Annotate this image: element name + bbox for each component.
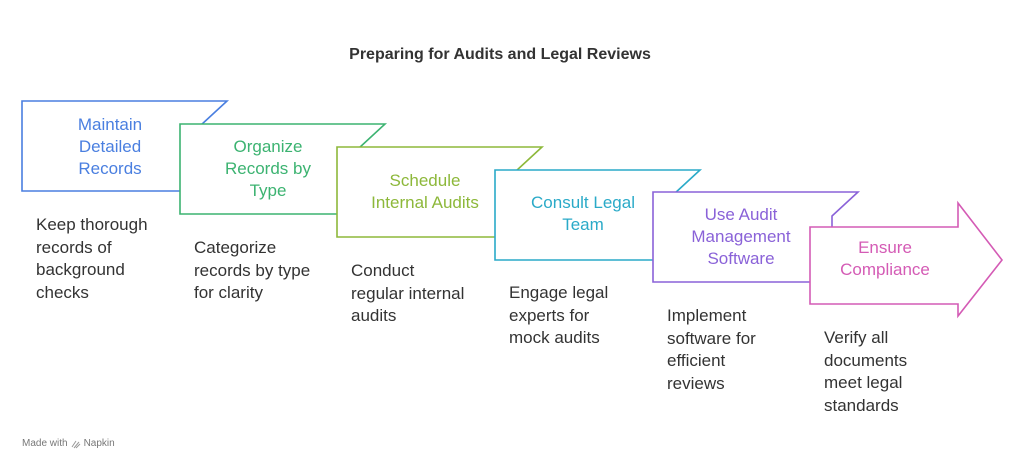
step-label-line: Maintain	[77, 115, 143, 134]
step-description-3: Conduct regular internal audits	[351, 260, 464, 328]
step-description-line: audits	[351, 306, 397, 325]
step-label-line: Records	[78, 159, 142, 178]
step-description-line: Keep thorough	[36, 215, 148, 234]
step-description-line: Implement	[667, 306, 747, 325]
step-label-line: Organize	[233, 137, 303, 156]
step-description-line: experts for	[509, 305, 590, 325]
napkin-logo-icon	[71, 440, 80, 448]
step-description-2: Categorize records by type for clarity	[194, 237, 310, 305]
step-label-line: Use Audit	[704, 205, 778, 224]
step-description-4: Engage legal experts for mock audits	[509, 282, 608, 350]
step-description-line: documents	[824, 350, 908, 370]
napkin-brand-text: Napkin	[83, 438, 115, 449]
step-description-line: Verify all	[824, 328, 889, 347]
step-description-line: records of	[36, 237, 112, 257]
step-description-5: Implement software for efficient reviews	[667, 305, 756, 395]
step-label-line: Software	[707, 249, 775, 268]
step-label-line: Ensure	[858, 238, 912, 257]
step-label-line: Consult Legal	[531, 193, 635, 212]
step-label-line: Detailed	[78, 137, 142, 156]
step-description-6: Verify all documents meet legal standards	[824, 327, 907, 417]
step-label-line: Compliance	[840, 260, 930, 279]
step-description-line: Engage legal	[509, 283, 609, 302]
step-description-line: meet legal	[824, 373, 903, 392]
step-description-line: efficient	[667, 351, 726, 370]
step-label-line: Management	[691, 227, 791, 246]
step-label-line: Internal Audits	[371, 193, 479, 212]
step-label-line: Team	[562, 215, 604, 234]
step-description-1: Keep thorough records of background checks	[36, 214, 148, 304]
step-description-line: for clarity	[194, 283, 263, 302]
made-with-napkin: Made with Napkin	[22, 438, 115, 449]
step-description-line: mock audits	[509, 328, 600, 347]
made-with-text: Made with	[22, 438, 68, 449]
step-label-line: Type	[249, 181, 287, 200]
step-shape-6	[809, 200, 1004, 319]
step-description-line: regular internal	[351, 283, 465, 303]
step-label-line: Records by	[225, 159, 311, 178]
diagram-title: Preparing for Audits and Legal Reviews	[349, 46, 651, 63]
step-description-line: Conduct	[351, 261, 415, 280]
step-label-line: Schedule	[389, 171, 461, 190]
step-description-line: Categorize	[194, 238, 277, 257]
step-description-line: background	[36, 260, 125, 279]
step-description-line: standards	[824, 395, 899, 415]
step-description-line: reviews	[667, 373, 725, 393]
step-description-line: software for	[667, 328, 756, 348]
step-description-line: records by type	[194, 260, 311, 280]
step-description-line: checks	[36, 282, 89, 302]
